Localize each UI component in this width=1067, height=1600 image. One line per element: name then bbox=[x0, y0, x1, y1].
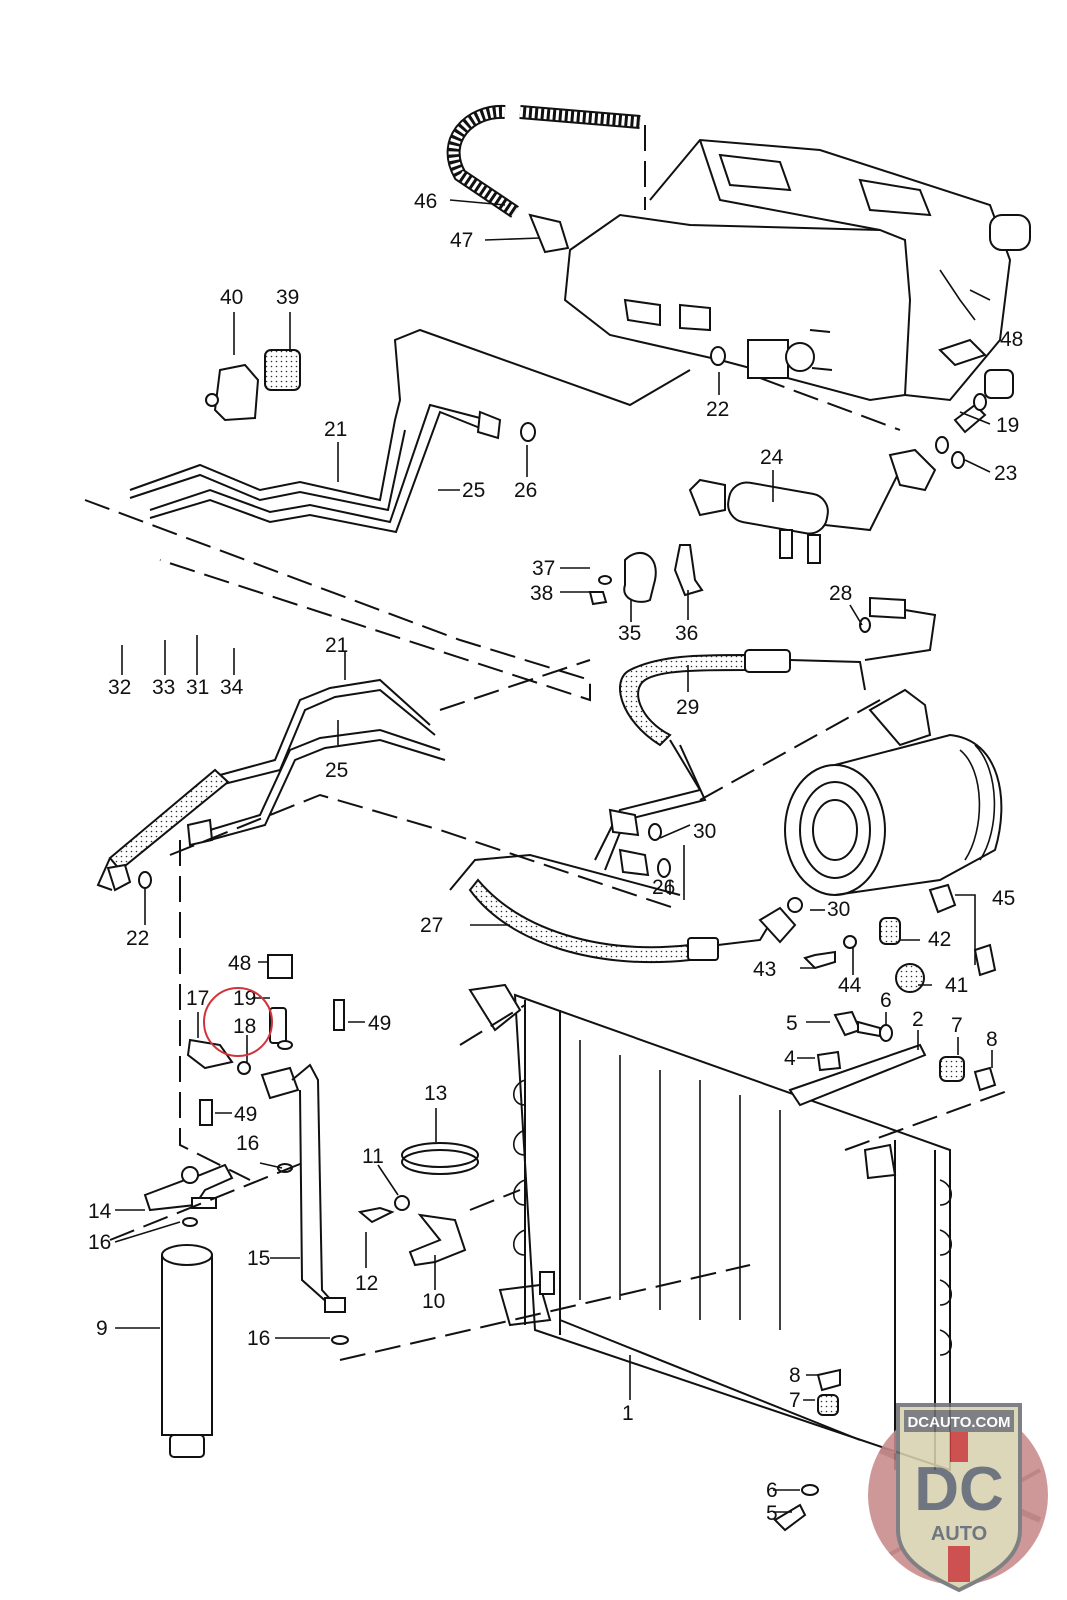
callout-43: 43 bbox=[753, 958, 776, 981]
callout-10: 10 bbox=[422, 1290, 445, 1313]
callout-31: 31 bbox=[186, 676, 209, 699]
callout-22: 22 bbox=[706, 398, 729, 421]
callout-6-lower: 6 bbox=[766, 1479, 778, 1502]
callout-49-lower: 49 bbox=[234, 1103, 257, 1126]
callout-25-lower: 25 bbox=[325, 759, 348, 782]
callout-5-lower: 5 bbox=[766, 1502, 778, 1525]
callout-18: 18 bbox=[233, 1015, 256, 1038]
callout-6: 6 bbox=[880, 989, 892, 1012]
highlight-circle bbox=[203, 987, 273, 1057]
callout-12: 12 bbox=[355, 1272, 378, 1295]
brackets-35-36 bbox=[588, 544, 704, 606]
condenser-tubes-right bbox=[939, 1179, 953, 1356]
callout-35: 35 bbox=[618, 622, 641, 645]
callout-45: 45 bbox=[992, 887, 1015, 910]
callout-36: 36 bbox=[675, 622, 698, 645]
watermark-word: AUTO bbox=[931, 1523, 987, 1545]
callout-30: 30 bbox=[693, 820, 716, 843]
callout-21-lower: 21 bbox=[325, 634, 348, 657]
callout-7: 7 bbox=[951, 1014, 963, 1037]
callout-42: 42 bbox=[928, 928, 951, 951]
callout-8: 8 bbox=[986, 1028, 998, 1051]
callout-37: 37 bbox=[532, 557, 555, 580]
callout-5: 5 bbox=[786, 1012, 798, 1035]
dcauto-watermark: DCAUTO.COM DC AUTO bbox=[868, 1403, 1048, 1593]
callout-44: 44 bbox=[838, 974, 862, 997]
hose-27 bbox=[449, 853, 803, 964]
callout-1: 1 bbox=[622, 1402, 634, 1425]
callout-47: 47 bbox=[450, 229, 473, 252]
condenser-tubes-left bbox=[512, 1079, 526, 1256]
clips-41-45 bbox=[803, 883, 997, 993]
condenser bbox=[459, 983, 1011, 1472]
callout-7-lower: 7 bbox=[789, 1389, 801, 1412]
callout-16: 16 bbox=[236, 1132, 259, 1155]
callout-48-lower: 48 bbox=[228, 952, 251, 975]
callout-21: 21 bbox=[324, 418, 347, 441]
callout-29: 29 bbox=[676, 696, 699, 719]
callout-8-lower: 8 bbox=[789, 1364, 801, 1387]
callout-26: 26 bbox=[514, 479, 537, 502]
ac-compressor bbox=[699, 688, 1003, 896]
callout-49: 49 bbox=[368, 1012, 391, 1035]
switches-17-19 bbox=[109, 840, 751, 1361]
hose-29 bbox=[594, 596, 937, 878]
callout-27: 27 bbox=[420, 914, 443, 937]
callout-26-lower: 26 bbox=[652, 876, 675, 899]
callout-leaders bbox=[114, 199, 993, 1513]
clamp-39 bbox=[264, 349, 301, 391]
callout-16-low: 16 bbox=[247, 1327, 270, 1350]
callout-24: 24 bbox=[760, 446, 784, 469]
callout-46: 46 bbox=[414, 190, 437, 213]
bracket-10-clamp-13 bbox=[357, 1142, 521, 1267]
callout-9: 9 bbox=[96, 1317, 108, 1340]
callout-48: 48 bbox=[1000, 328, 1023, 351]
callout-34: 34 bbox=[220, 676, 244, 699]
callout-4: 4 bbox=[784, 1047, 796, 1070]
watermark-site: DCAUTO.COM bbox=[907, 1414, 1010, 1431]
callout-16-mid: 16 bbox=[88, 1231, 111, 1254]
callout-32: 32 bbox=[108, 676, 131, 699]
callout-33: 33 bbox=[152, 676, 175, 699]
callout-13: 13 bbox=[424, 1082, 447, 1105]
callout-labels: 46 47 48 22 19 23 40 39 21 25 26 24 37 3… bbox=[88, 190, 1023, 1525]
line-21-25-upper bbox=[84, 328, 726, 702]
callout-22-lower: 22 bbox=[126, 927, 149, 950]
callout-40: 40 bbox=[220, 286, 243, 309]
line-21-25-lower bbox=[96, 659, 681, 911]
receiver-drier bbox=[161, 1244, 213, 1458]
callout-19-lower: 19 bbox=[233, 987, 256, 1010]
callout-25: 25 bbox=[462, 479, 485, 502]
mounting-hardware bbox=[773, 1010, 997, 1532]
callout-14: 14 bbox=[88, 1200, 112, 1223]
callout-15: 15 bbox=[247, 1247, 270, 1270]
callout-23: 23 bbox=[994, 462, 1017, 485]
callout-19: 19 bbox=[996, 414, 1019, 437]
corrugated-drain-hose bbox=[446, 104, 646, 254]
callout-28: 28 bbox=[829, 582, 852, 605]
callout-17: 17 bbox=[186, 987, 209, 1010]
watermark-shield bbox=[896, 1403, 1022, 1593]
callout-2: 2 bbox=[912, 1008, 924, 1031]
callout-30-lower: 30 bbox=[827, 898, 850, 921]
callout-41: 41 bbox=[945, 974, 968, 997]
line-24 bbox=[688, 369, 1014, 564]
watermark-monogram: DC bbox=[914, 1455, 1004, 1524]
valve-14 bbox=[143, 1163, 234, 1212]
callout-38: 38 bbox=[530, 582, 553, 605]
callout-11: 11 bbox=[362, 1145, 384, 1168]
evaporator-housing bbox=[563, 138, 1031, 431]
clamp-40 bbox=[205, 363, 260, 422]
callout-39: 39 bbox=[276, 286, 299, 309]
